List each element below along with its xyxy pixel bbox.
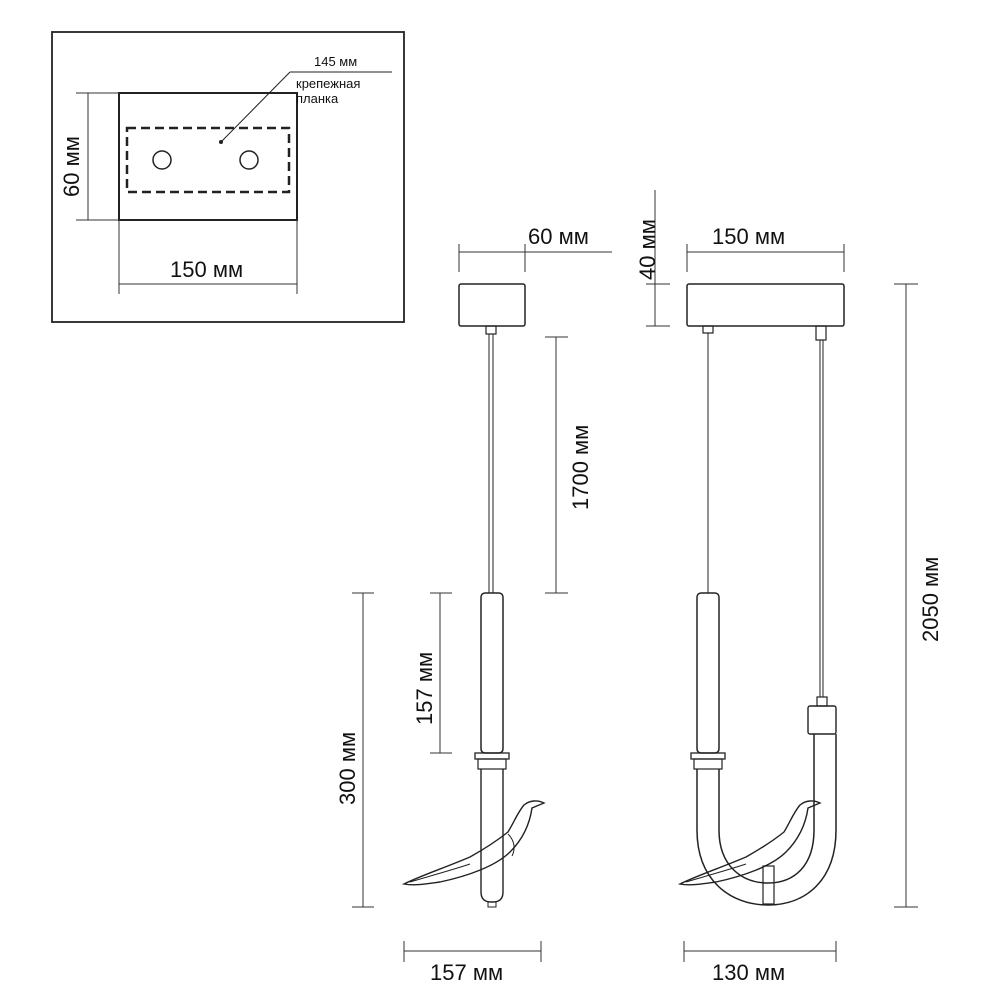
lamp-tube	[480, 592, 504, 754]
mounting-bracket	[125, 126, 291, 194]
plate-width-label: 150 мм	[170, 257, 243, 282]
glass-rod	[480, 769, 504, 903]
body-length-label: 300 мм	[335, 732, 360, 805]
side-canopy-width-label: 150 мм	[712, 224, 785, 249]
canopy-top-view	[118, 92, 298, 221]
bracket-name-label-2: планка	[296, 91, 339, 106]
front-width-label: 157 мм	[430, 960, 503, 985]
canopy-side	[686, 283, 845, 327]
screw-hole-left	[152, 150, 172, 170]
tube-length-label: 157 мм	[412, 652, 437, 725]
side-tube-right-cap	[807, 705, 837, 735]
side-view: 40 мм 150 мм 2050 мм 130 мм	[635, 190, 943, 985]
bird-figure	[401, 800, 546, 886]
side-bird-figure	[677, 800, 822, 886]
tube-ring	[474, 752, 510, 760]
front-canopy-label: 60 мм	[528, 224, 589, 249]
bracket-length-label: 145 мм	[314, 54, 357, 69]
u-glass	[696, 734, 837, 906]
cable-length-label: 1700 мм	[568, 425, 593, 510]
canopy-connector	[485, 325, 497, 335]
bracket-name-label-1: крепежная	[296, 76, 360, 91]
side-tube-left	[696, 592, 720, 754]
mounting-plate-inset: 145 мм крепежная планка 60 мм 150 мм	[51, 31, 405, 323]
inset-frame	[51, 31, 405, 323]
side-width-label: 130 мм	[712, 960, 785, 985]
bracket-leader	[220, 71, 291, 143]
canopy-front	[458, 283, 526, 327]
side-canopy-depth-label: 40 мм	[635, 219, 660, 280]
plate-height-label: 60 мм	[59, 136, 84, 197]
total-height-label: 2050 мм	[918, 557, 943, 642]
front-view: 60 мм 1700 мм 157 мм 300 мм 157 мм	[335, 224, 612, 985]
screw-hole-right	[239, 150, 259, 170]
